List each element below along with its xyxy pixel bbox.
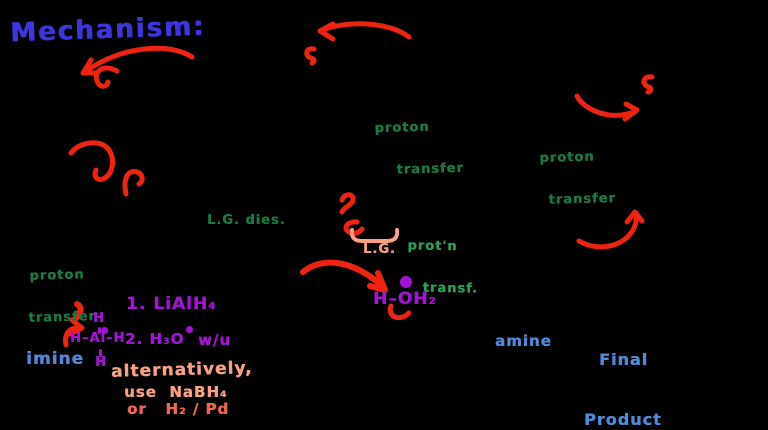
positive-charge-dot-hydronium — [186, 326, 193, 333]
arrowhead-right-up — [624, 209, 645, 225]
label-line: proton — [539, 149, 595, 166]
negative-charge-dot-al — [101, 327, 108, 334]
curl-arrow-left-small — [122, 169, 145, 197]
curl-arrow-left-big — [68, 140, 116, 182]
protonated-water-structure: H–OH₂ — [373, 289, 437, 309]
label-line: transfer — [28, 309, 97, 327]
positive-charge-dot-water — [400, 276, 412, 288]
label-line: transfer — [548, 191, 617, 209]
reagent-step1: 1. LiAlH₄ — [126, 294, 217, 314]
alt-note-line1: alternatively, — [110, 358, 253, 382]
imine-label: imine — [26, 349, 85, 369]
alh4-top-hydrogen: H — [93, 311, 105, 326]
alh4-bond-bottom — [99, 349, 102, 357]
reagent-step2-acid: 2. H₃O — [125, 330, 185, 348]
leaving-group-bracket — [349, 228, 400, 243]
lg-label: L.G. — [363, 242, 396, 257]
label-line: transfer — [396, 161, 465, 179]
amine-label: amine — [495, 332, 552, 350]
curved-arrow-top-left — [82, 45, 195, 75]
squiggle-top-right — [641, 74, 655, 95]
final-product-label: Final Product — [584, 310, 662, 430]
proton-transfer-label-right: proton transfer — [539, 121, 617, 237]
label-line: proton — [29, 266, 85, 284]
alh4-bottom-hydrogen: H — [95, 355, 107, 370]
lg-dies-label: L.G. dies. — [207, 213, 286, 228]
squiggle-center — [339, 192, 356, 215]
alt-note-line3: or H₂ / Pd — [127, 400, 230, 418]
hook-center — [343, 219, 365, 236]
hook-under-water — [387, 303, 412, 321]
label-line: prot'n — [407, 237, 458, 254]
arrowhead-imine — [67, 317, 85, 337]
label-line: proton — [374, 119, 430, 136]
curved-arrow-center-down — [300, 259, 385, 289]
arrowhead-top-right — [622, 101, 640, 122]
proton-transfer-label-center: proton transfer — [374, 91, 465, 208]
comma-mark-imine — [72, 301, 84, 322]
alh4-bond-top — [98, 327, 101, 334]
reagent-step2-workup: w/u — [198, 331, 232, 349]
arrowhead-top-left — [80, 57, 99, 76]
arrowhead-center-down — [367, 270, 388, 293]
squiggle-top-center — [304, 46, 317, 66]
arrowhead-top-center — [317, 21, 336, 42]
alh4-mid-row: H–Al–H — [70, 331, 126, 346]
alt-note-line2: use NaBH₄ — [124, 383, 228, 401]
label-line: Product — [584, 410, 662, 429]
curved-arrow-top-right — [574, 93, 637, 118]
label-line: Final — [599, 350, 649, 369]
curl-hook-top-left — [93, 65, 120, 89]
